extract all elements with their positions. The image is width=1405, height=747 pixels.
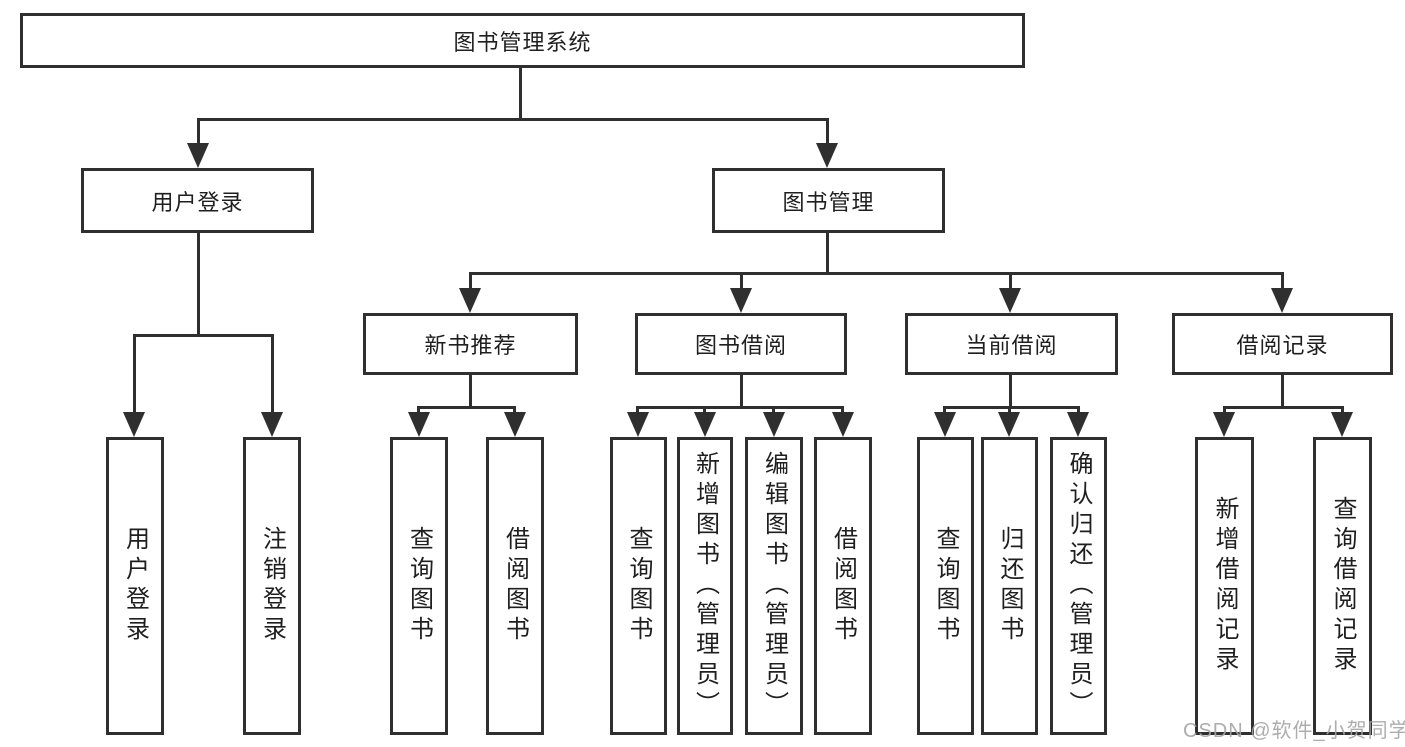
csdn-watermark: CSDN @软件_小贺同学 — [1183, 720, 1405, 742]
leaf-query-books-2: 查询图书 — [610, 437, 667, 735]
arrowhead-down-icon — [832, 412, 854, 437]
connector-line — [197, 233, 200, 337]
arrowhead-down-icon — [1331, 412, 1353, 437]
leaf-label: 确认归还（管理员） — [1065, 451, 1092, 721]
leaf-logout: 注销登录 — [243, 437, 301, 735]
leaf-label: 新增图书（管理员） — [691, 451, 719, 721]
connector-line — [740, 272, 743, 292]
leaf-label: 用户登录 — [121, 526, 149, 646]
connector-line — [513, 406, 516, 416]
connector-line — [133, 334, 274, 337]
arrowhead-down-icon — [408, 412, 430, 437]
node-new-book-recommend: 新书推荐 — [363, 313, 578, 375]
leaf-add-borrow-record: 新增借阅记录 — [1195, 437, 1254, 735]
leaf-label: 编辑图书（管理员） — [760, 451, 788, 721]
leaf-label: 新增借阅记录 — [1211, 496, 1238, 676]
arrowhead-down-icon — [816, 143, 838, 168]
arrowhead-down-icon — [123, 412, 145, 437]
arrowhead-down-icon — [999, 288, 1021, 313]
leaf-user-login: 用户登录 — [106, 437, 164, 735]
connector-line — [1341, 406, 1344, 416]
connector-line — [133, 334, 136, 416]
connector-line — [417, 406, 420, 416]
connector-line — [636, 406, 844, 409]
node-current-borrow: 当前借阅 — [905, 313, 1118, 375]
node-book-borrow: 图书借阅 — [635, 313, 847, 375]
arrowhead-down-icon — [1271, 288, 1293, 313]
node-book-management: 图书管理 — [712, 168, 945, 233]
connector-line — [826, 118, 829, 150]
leaf-label: 借阅图书 — [829, 526, 857, 646]
connector-line — [519, 68, 522, 120]
leaf-borrow-books: 借阅图书 — [486, 437, 544, 735]
connector-line — [1223, 406, 1344, 409]
leaf-return-book: 归还图书 — [981, 437, 1038, 735]
arrowhead-down-icon — [1067, 412, 1089, 437]
leaf-query-books-3: 查询图书 — [917, 437, 974, 735]
arrowhead-down-icon — [934, 412, 956, 437]
connector-line — [826, 233, 829, 275]
leaf-label: 注销登录 — [258, 526, 286, 646]
arrowhead-down-icon — [730, 288, 752, 313]
leaf-borrow-books-2: 借阅图书 — [814, 437, 872, 735]
connector-line — [197, 118, 200, 150]
connector-line — [943, 406, 1080, 409]
connector-line — [1077, 406, 1080, 416]
connector-line — [197, 118, 829, 121]
connector-line — [1281, 375, 1284, 409]
connector-line — [1281, 272, 1284, 292]
leaf-label: 查询图书 — [405, 526, 433, 646]
arrowhead-down-icon — [1213, 412, 1235, 437]
node-root: 图书管理系统 — [20, 13, 1025, 68]
connector-line — [271, 334, 274, 416]
arrowhead-down-icon — [504, 412, 526, 437]
leaf-confirm-return-admin: 确认归还（管理员） — [1050, 437, 1107, 735]
node-user-login: 用户登录 — [81, 168, 314, 233]
connector-line — [417, 406, 516, 409]
arrowhead-down-icon — [627, 412, 649, 437]
connector-line — [1008, 406, 1011, 416]
connector-line — [772, 406, 775, 416]
arrowhead-down-icon — [694, 412, 716, 437]
connector-line — [703, 406, 706, 416]
leaf-edit-book-admin: 编辑图书（管理员） — [745, 437, 803, 735]
arrowhead-down-icon — [998, 412, 1020, 437]
leaf-label: 查询图书 — [932, 526, 959, 646]
leaf-label: 查询借阅记录 — [1329, 496, 1356, 676]
connector-line — [1009, 375, 1012, 409]
node-borrow-records: 借阅记录 — [1172, 313, 1393, 375]
leaf-label: 借阅图书 — [501, 526, 529, 646]
connector-line — [841, 406, 844, 416]
leaf-query-borrow-record: 查询借阅记录 — [1313, 437, 1372, 735]
leaf-label: 归还图书 — [996, 526, 1023, 646]
arrowhead-down-icon — [763, 412, 785, 437]
connector-line — [740, 375, 743, 409]
leaf-label: 查询图书 — [625, 526, 652, 646]
connector-line — [469, 272, 472, 292]
connector-line — [1009, 272, 1012, 292]
arrowhead-down-icon — [261, 412, 283, 437]
connector-line — [469, 375, 472, 409]
leaf-query-books: 查询图书 — [390, 437, 448, 735]
connector-line — [636, 406, 639, 416]
connector-line — [943, 406, 946, 416]
leaf-add-book-admin: 新增图书（管理员） — [677, 437, 733, 735]
arrowhead-down-icon — [187, 143, 209, 168]
connector-line — [1223, 406, 1226, 416]
connector-line — [469, 272, 1284, 275]
arrowhead-down-icon — [459, 288, 481, 313]
